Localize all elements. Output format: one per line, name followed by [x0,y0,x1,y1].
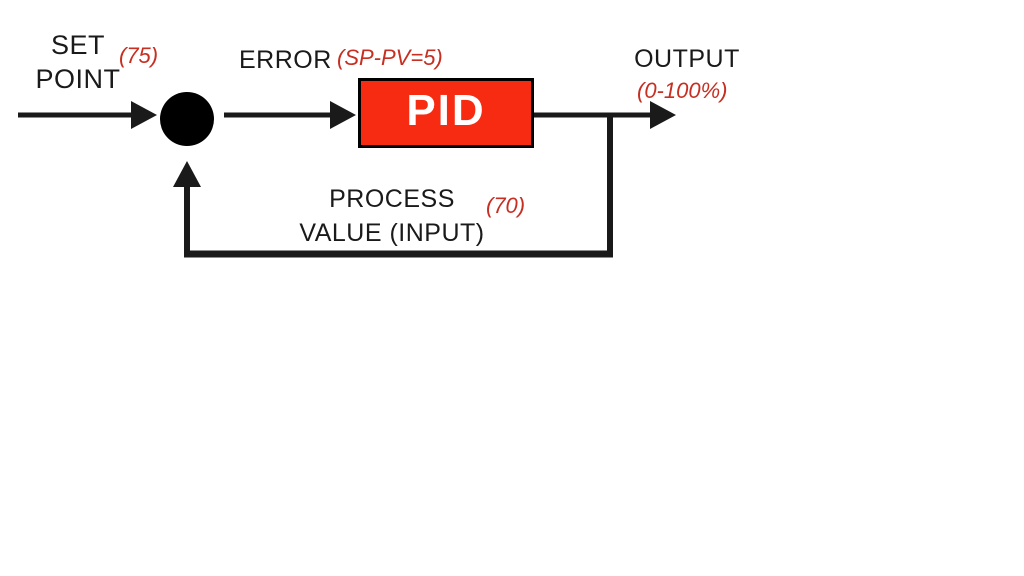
summing-junction-circle [160,92,214,146]
output-label: OUTPUT [634,45,740,73]
error-value: (SP-PV=5) [337,45,443,70]
setpoint-arrowhead-icon [131,101,157,129]
set-point-label-line1: SET [50,30,105,60]
pid-controller-box: PID [358,78,534,148]
process-value-label-line1: PROCESS [329,185,455,213]
pid-controller-label: PID [406,86,486,135]
output-value: (0-100%) [637,78,728,103]
set-point-label-line2: POINT [35,64,121,94]
process-value-label: PROCESS VALUE (INPUT) [292,182,492,250]
error-label: ERROR [239,46,332,74]
process-value-label-line2: VALUE (INPUT) [299,219,485,247]
output-arrowhead-icon [650,101,676,129]
error-arrowhead-icon [330,101,356,129]
feedback-arrowhead-icon [173,161,201,187]
set-point-value: (75) [119,43,159,68]
set-point-label: SET POINT [28,28,128,96]
process-value-value: (70) [486,193,526,218]
